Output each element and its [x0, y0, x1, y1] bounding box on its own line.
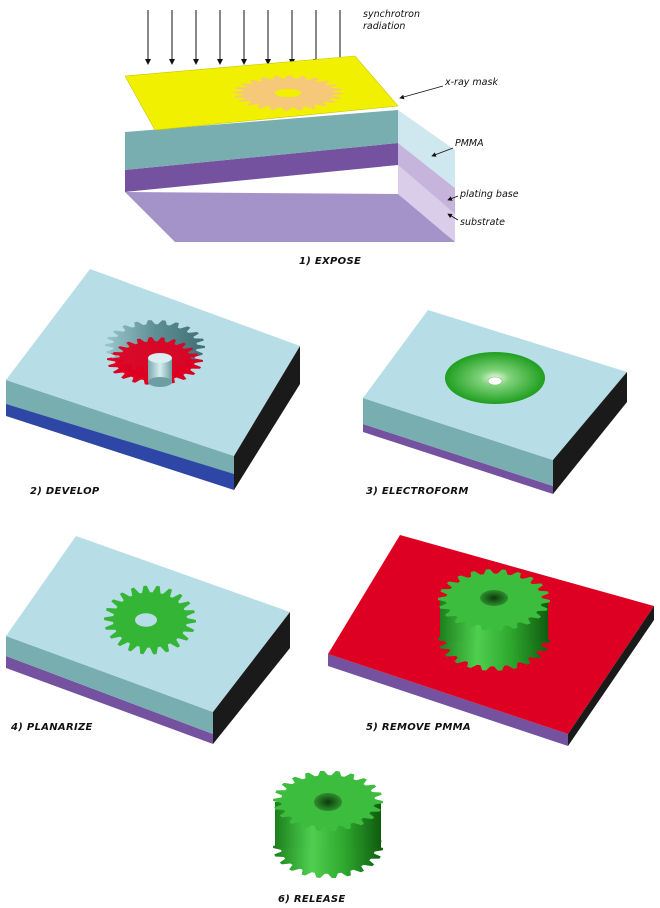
planarize-gear: [104, 585, 196, 655]
xray-mask-label: x-ray mask: [444, 77, 498, 88]
remove-pmma-gear: [438, 569, 550, 671]
step-4-label: 4) PLANARIZE: [10, 722, 93, 733]
plating-base-label: plating base: [459, 189, 519, 200]
substrate-layer: [125, 165, 455, 242]
release-gear: [273, 770, 383, 879]
step-3-label: 3) ELECTROFORM: [366, 486, 469, 497]
step-2-label: 2) DEVELOP: [30, 486, 100, 497]
release-illustration: 6) RELEASE: [273, 770, 383, 905]
step-1-label: 1) EXPOSE: [299, 256, 361, 267]
substrate-label: substrate: [460, 217, 505, 228]
develop-post: [148, 353, 172, 387]
step-5-label: 5) REMOVE PMMA: [366, 722, 471, 733]
synchrotron-label-2: radiation: [363, 21, 405, 32]
xray-mask: [124, 55, 399, 131]
planarize-illustration: 4) PLANARIZE: [6, 536, 290, 744]
expose-illustration: synchrotron radiation x-ray mask PMMA pl…: [124, 9, 519, 267]
pmma-layer: [125, 110, 455, 188]
mask-gear-pattern: [233, 75, 343, 111]
pmma-label: PMMA: [455, 138, 484, 149]
synchrotron-label-1: synchrotron: [363, 9, 420, 20]
develop-illustration: 2) DEVELOP: [6, 269, 300, 497]
electroform-illustration: 3) ELECTROFORM: [363, 310, 627, 497]
remove-pmma-illustration: 5) REMOVE PMMA: [328, 535, 654, 746]
radiation-arrows: [145, 10, 343, 65]
plating-base-layer: [125, 143, 455, 214]
step-6-label: 6) RELEASE: [278, 894, 346, 905]
